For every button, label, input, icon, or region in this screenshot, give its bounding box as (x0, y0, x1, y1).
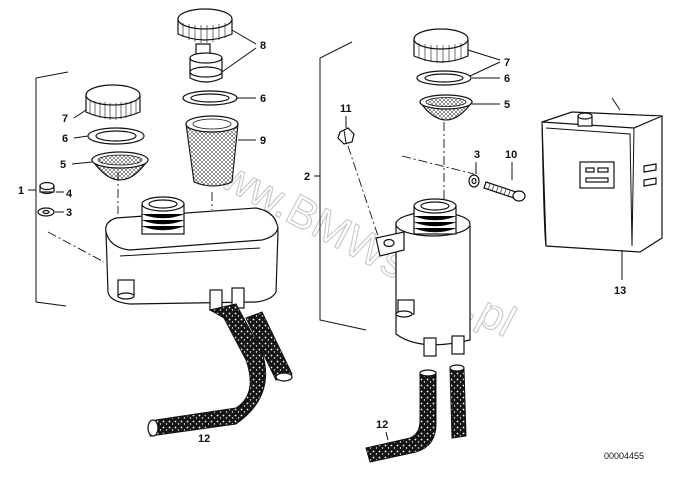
callout-1: 1 (18, 185, 24, 197)
callout-5-right: 5 (504, 99, 510, 111)
callout-5-left: 5 (60, 159, 66, 171)
callout-12-right: 12 (376, 419, 388, 431)
callout-11: 11 (340, 103, 352, 115)
callout-7-left: 7 (62, 113, 68, 125)
washer-part (37, 207, 55, 217)
callout-3-left: 3 (66, 207, 72, 219)
callout-12-left: 12 (198, 433, 210, 445)
strainer-right-part (418, 94, 474, 121)
hose-right-a (365, 369, 437, 463)
reservoir-body-right (375, 198, 471, 357)
bolt-part (337, 127, 355, 145)
cap-extension-part (177, 8, 233, 83)
screw-part (483, 181, 526, 202)
callout-10: 10 (505, 149, 517, 161)
callout-9: 9 (260, 135, 266, 147)
seal-ring-right-part (416, 70, 472, 86)
callout-7-right: 7 (504, 57, 510, 69)
washer-right-part (468, 174, 480, 188)
reservoir-cap-part (85, 84, 141, 120)
assembly-2-reservoir-group (314, 28, 526, 463)
fluid-canister-part (541, 97, 663, 280)
assembly-1-reservoir-group (28, 8, 293, 437)
callout-6-left: 6 (62, 133, 68, 145)
filter-insert-part (185, 115, 239, 187)
callout-6-upper: 6 (260, 93, 266, 105)
callout-2: 2 (304, 171, 310, 183)
reservoir-body-left (105, 196, 279, 311)
hose-left-a (147, 303, 267, 437)
hose-right-b (449, 364, 467, 439)
hose-left-b (245, 311, 293, 382)
seal-ring-part (87, 127, 145, 145)
strainer-part (90, 151, 150, 181)
callout-4: 4 (66, 188, 73, 200)
callout-13: 13 (614, 285, 626, 297)
callout-6-right: 6 (504, 73, 510, 85)
reservoir-cap-right-part (413, 28, 469, 63)
nut-part (39, 181, 55, 195)
callout-3-right: 3 (474, 149, 480, 161)
document-number: 00004455 (604, 451, 644, 461)
seal-ring-upper-part (182, 90, 238, 106)
callout-8: 8 (260, 40, 266, 52)
